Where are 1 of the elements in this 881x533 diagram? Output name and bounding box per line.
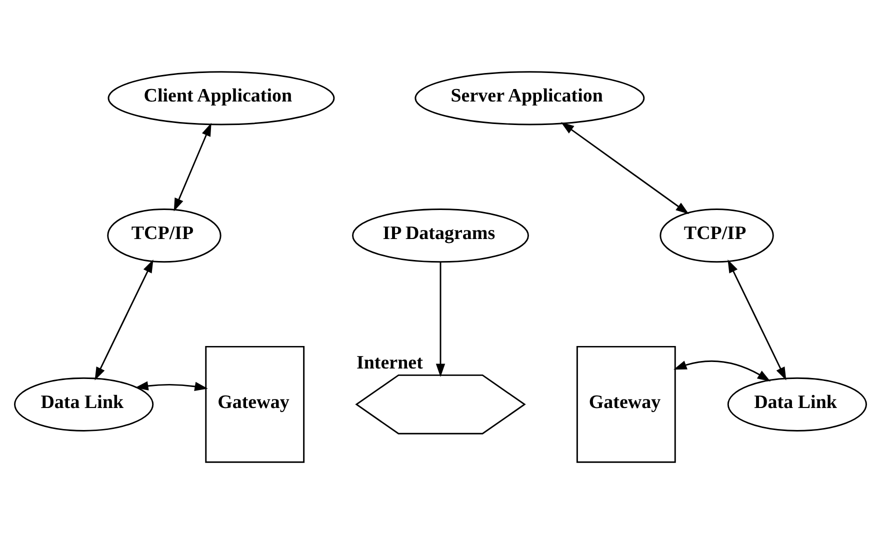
node-label: Internet <box>356 352 423 373</box>
